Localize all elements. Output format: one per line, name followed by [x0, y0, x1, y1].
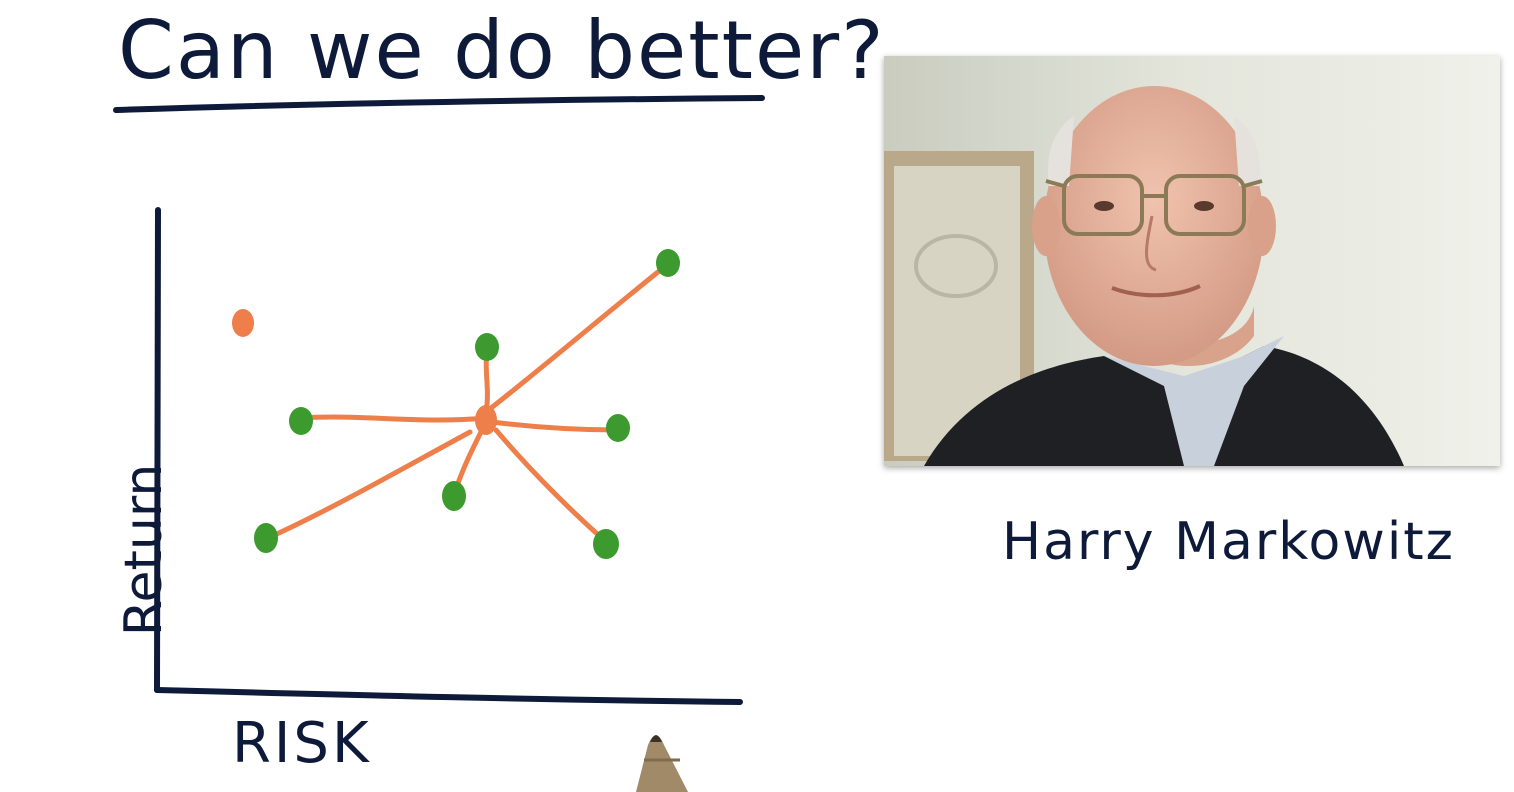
portrait-illustration [884, 56, 1500, 466]
glasses-icon [1045, 174, 1263, 236]
head [1044, 86, 1264, 366]
center-portfolio-dot [475, 405, 497, 435]
link-left [299, 414, 489, 423]
green-dot-left [289, 407, 313, 435]
green-dot-top [475, 333, 499, 361]
x-axis-label: RISK [232, 711, 372, 776]
link-lower-right [493, 427, 607, 543]
green-dot-right [606, 414, 630, 442]
slide-title: Can we do better? [118, 4, 886, 97]
y-axis-label: Return [114, 463, 174, 637]
title-underline [113, 95, 765, 113]
x-axis [154, 687, 743, 705]
jacket [924, 346, 1404, 466]
green-dot-lower-right [593, 529, 619, 559]
link-right [489, 419, 621, 433]
pen-tip-icon [636, 735, 688, 792]
y-axis [153, 207, 161, 693]
green-dot-lower-left [254, 523, 278, 553]
link-lower-left [265, 429, 473, 541]
portfolio-connections [265, 261, 671, 543]
orange-asset-dot [232, 309, 254, 337]
photo-caption: Harry Markowitz [1002, 512, 1455, 572]
green-asset-dots [254, 249, 680, 559]
portrait-photo [884, 56, 1500, 466]
green-dot-top-right [656, 249, 680, 277]
green-dot-lower-mid [442, 481, 466, 511]
shirt-collar [1104, 336, 1284, 466]
link-top-right [483, 261, 671, 415]
